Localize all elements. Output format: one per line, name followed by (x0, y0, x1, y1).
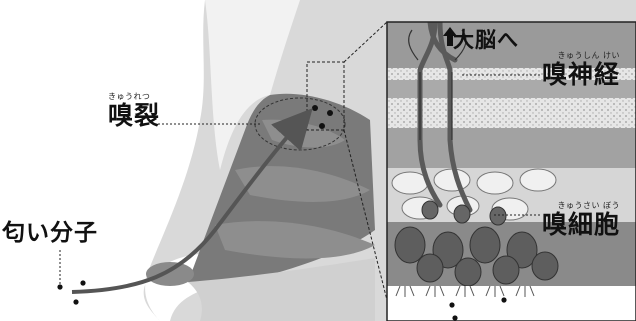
odor-molecule-text: 匂い分子 (2, 222, 98, 245)
olfactory-nerve-label: きゅうしん けい 嗅神経 (542, 52, 620, 87)
to-brain-text: 大脳へ (453, 30, 519, 51)
nostril (146, 262, 194, 286)
olfactory-nerve-ruby: きゅうしん けい (542, 52, 620, 60)
mucus-layer (387, 286, 636, 321)
olfactory-cell-label: きゅうさい ぼう 嗅細胞 (542, 202, 620, 237)
bone-layer-lower (387, 98, 636, 128)
olfactory-nerve-text: 嗅神経 (542, 62, 620, 87)
olfactory-cleft-ruby: きゅうれつ (108, 93, 160, 101)
olfactory-cleft-text: 嗅裂 (108, 103, 160, 128)
olfactory-cleft-label: きゅうれつ 嗅裂 (108, 93, 160, 128)
olfactory-cell-ruby: きゅうさい ぼう (542, 202, 620, 210)
olfactory-cell-text: 嗅細胞 (542, 212, 620, 237)
to-brain-label: 大脳へ (453, 30, 519, 51)
odor-molecule-label: 匂い分子 (2, 222, 98, 245)
